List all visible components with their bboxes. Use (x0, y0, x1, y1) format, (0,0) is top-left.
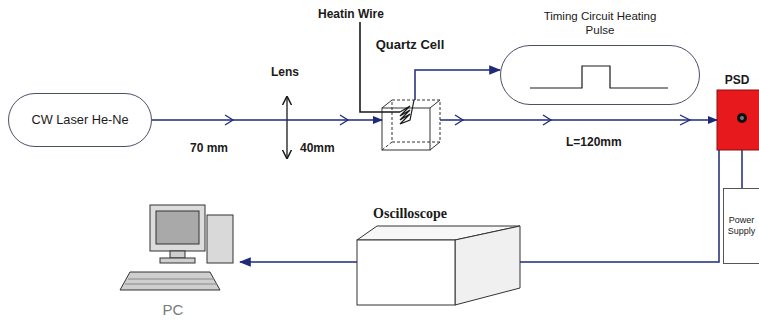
node-text: PSD (725, 73, 750, 87)
node-text: Oscilloscope (373, 206, 447, 223)
node-text: PC (163, 301, 184, 319)
oscilloscope: Oscilloscope (352, 204, 524, 306)
distance-label: 40mm (300, 141, 335, 155)
heating-coil (400, 100, 414, 124)
signal-wire (240, 261, 357, 263)
psd-detector (717, 90, 759, 150)
power-supply: Power Supply (723, 188, 759, 264)
laser-beam (440, 119, 717, 120)
oscilloscope-box (357, 226, 520, 305)
timing-circuit-outline (500, 45, 700, 105)
pc-icon (120, 205, 233, 290)
signal-wire (520, 150, 719, 262)
node-text: Quartz Cell (376, 37, 445, 53)
lens-symbol (286, 97, 287, 158)
signal-wire (741, 150, 743, 188)
psd-detector: PSD (715, 72, 759, 150)
quartz-cell-outline (382, 100, 440, 150)
psd-sensor-center (740, 116, 744, 120)
laser-beam (152, 119, 382, 120)
node-text: CW Laser He-Ne (31, 112, 128, 127)
psd-detector-outline (717, 90, 759, 150)
node-text: Timing Circuit Heating Pulse (543, 10, 657, 38)
heating-wire (360, 22, 400, 112)
node-text: Power Supply (722, 215, 759, 237)
laser-source: CW Laser He-Ne (8, 93, 152, 147)
quartz-cell: Quartz Cell (368, 36, 452, 152)
quartz-cell-cube (382, 100, 440, 150)
pulse-symbol (530, 66, 668, 88)
distance-label: 70 mm (190, 141, 228, 155)
heating-wire-label: Heatin Wire (318, 7, 384, 21)
signal-wire (415, 70, 500, 100)
length-label: L=120mm (566, 135, 622, 149)
pc-outline (125, 205, 240, 300)
pc: PC (118, 200, 248, 320)
lens-label: Lens (271, 65, 299, 79)
psd-sensor-dot (737, 113, 747, 123)
timing-circuit: Timing Circuit Heating Pulse (500, 4, 700, 105)
oscilloscope-outline (357, 226, 520, 305)
